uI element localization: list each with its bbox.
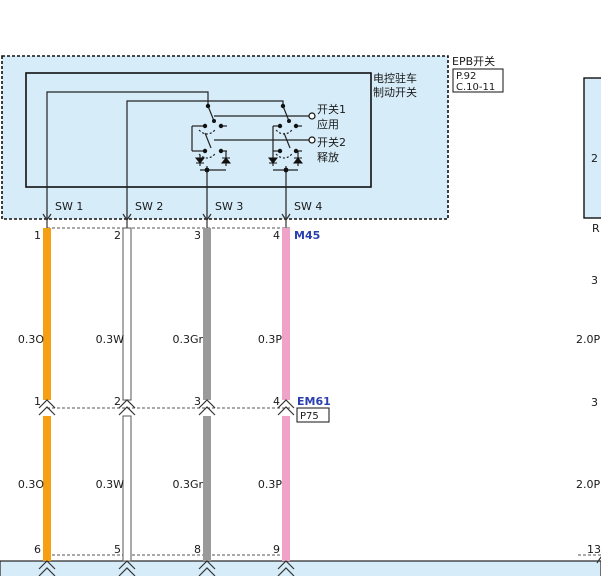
terminal-arrow [202,213,212,222]
switch1-terminal [308,112,316,120]
connector-mid-ref-box [296,407,330,423]
connector-chevron [198,399,216,409]
right-edge-chevron [596,556,601,564]
connector-chevron [118,406,136,416]
module-ref-section: C.10-11 [456,82,495,93]
connector-chevron [277,560,295,570]
wire-3-segment [203,416,211,561]
wire-4-spec-lower: 0.3P [258,478,282,491]
connector-chevron [38,399,56,409]
connector-chevron [118,560,136,570]
wire-4-pin-mid: 4 [273,395,280,408]
wire-3-segment [203,228,211,400]
wire-1-segment [43,416,51,561]
switch-name-line2: 制动开关 [373,85,417,99]
connector-chevron [277,567,295,576]
connector-top-id: M45 [294,229,320,242]
right-spec-upper: 2.0P [576,333,600,346]
module-ref-page: P.92 [456,71,476,82]
wire-3-spec-lower: 0.3Gr [172,478,203,491]
right-spec-lower: 2.0P [576,478,600,491]
wire-1-name: SW 1 [55,200,83,213]
connector-mid-ref: P75 [300,411,319,422]
switch-circuit-dots [202,103,299,173]
wire-3-pin-top: 3 [194,229,201,242]
wire-4-pin-bottom: 9 [273,543,280,556]
wire-1-segment [43,228,51,400]
connector-chevron [198,560,216,570]
connector-chevron [277,406,295,416]
wire-2-pin-mid: 2 [114,395,121,408]
right-pin-a: 2 [591,152,598,165]
connector-chevron [198,406,216,416]
wire-1-spec-upper: 0.3O [18,333,44,346]
terminal-arrow [281,213,291,222]
right-pin-c: 3 [591,396,598,409]
switch2-terminal [308,136,316,144]
wire-4-name: SW 4 [294,200,322,213]
wire-2-spec-upper: 0.3W [96,333,124,346]
wire-1-pin-bottom: 6 [34,543,41,556]
wire-2-pin-bottom: 5 [114,543,121,556]
wire-1-pin-mid: 1 [34,395,41,408]
terminal-arrow [122,213,132,222]
connector-chevron [38,567,56,576]
switch1-label-line1: 开关1 [317,102,346,116]
wire-2-segment [122,227,132,401]
right-module-box [583,77,601,219]
connector-chevron [38,406,56,416]
right-letter: R [592,222,600,235]
switch-name-line1: 电控驻车 [373,71,417,85]
diode-symbols [194,157,304,164]
epb-module-box [1,55,449,220]
module-ref-box [452,68,504,93]
wire-3-spec-upper: 0.3Gr [172,333,203,346]
wire-4-segment [282,416,290,561]
switch-circuit [46,91,311,218]
connector-chevron [277,399,295,409]
connector-outlines [47,227,601,556]
connector-chevron [118,399,136,409]
switch-box [25,72,372,188]
wire-2-spec-lower: 0.3W [96,478,124,491]
bottom-module-strip [0,560,601,576]
module-title: EPB开关 [452,54,495,68]
connector-chevron [38,560,56,570]
wire-3-name: SW 3 [215,200,243,213]
wire-1-pin-top: 1 [34,229,41,242]
wire-3-pin-bottom: 8 [194,543,201,556]
connector-chevron [118,567,136,576]
right-pin-bottom: 13 [587,543,601,556]
wire-1-spec-lower: 0.3O [18,478,44,491]
connector-mid-id: EM61 [297,395,331,408]
wire-group: SW 1 1 1 6 0.3O 0.3O SW 2 2 2 5 0.3W 0.3W SW 3 3 3 8 0.3… [18,200,601,576]
switch2-label-line1: 开关2 [317,135,346,149]
wire-3-pin-mid: 3 [194,395,201,408]
wire-2-pin-top: 2 [114,229,121,242]
connector-chevron [198,567,216,576]
switch2-label-line2: 释放 [317,150,339,164]
wire-2-segment [122,415,132,562]
wire-4-segment [282,228,290,400]
wire-4-spec-upper: 0.3P [258,333,282,346]
switch1-label-line2: 应用 [317,117,339,131]
terminal-arrow [42,213,52,222]
wire-4-pin-top: 4 [273,229,280,242]
wire-2-name: SW 2 [135,200,163,213]
right-pin-b: 3 [591,274,598,287]
